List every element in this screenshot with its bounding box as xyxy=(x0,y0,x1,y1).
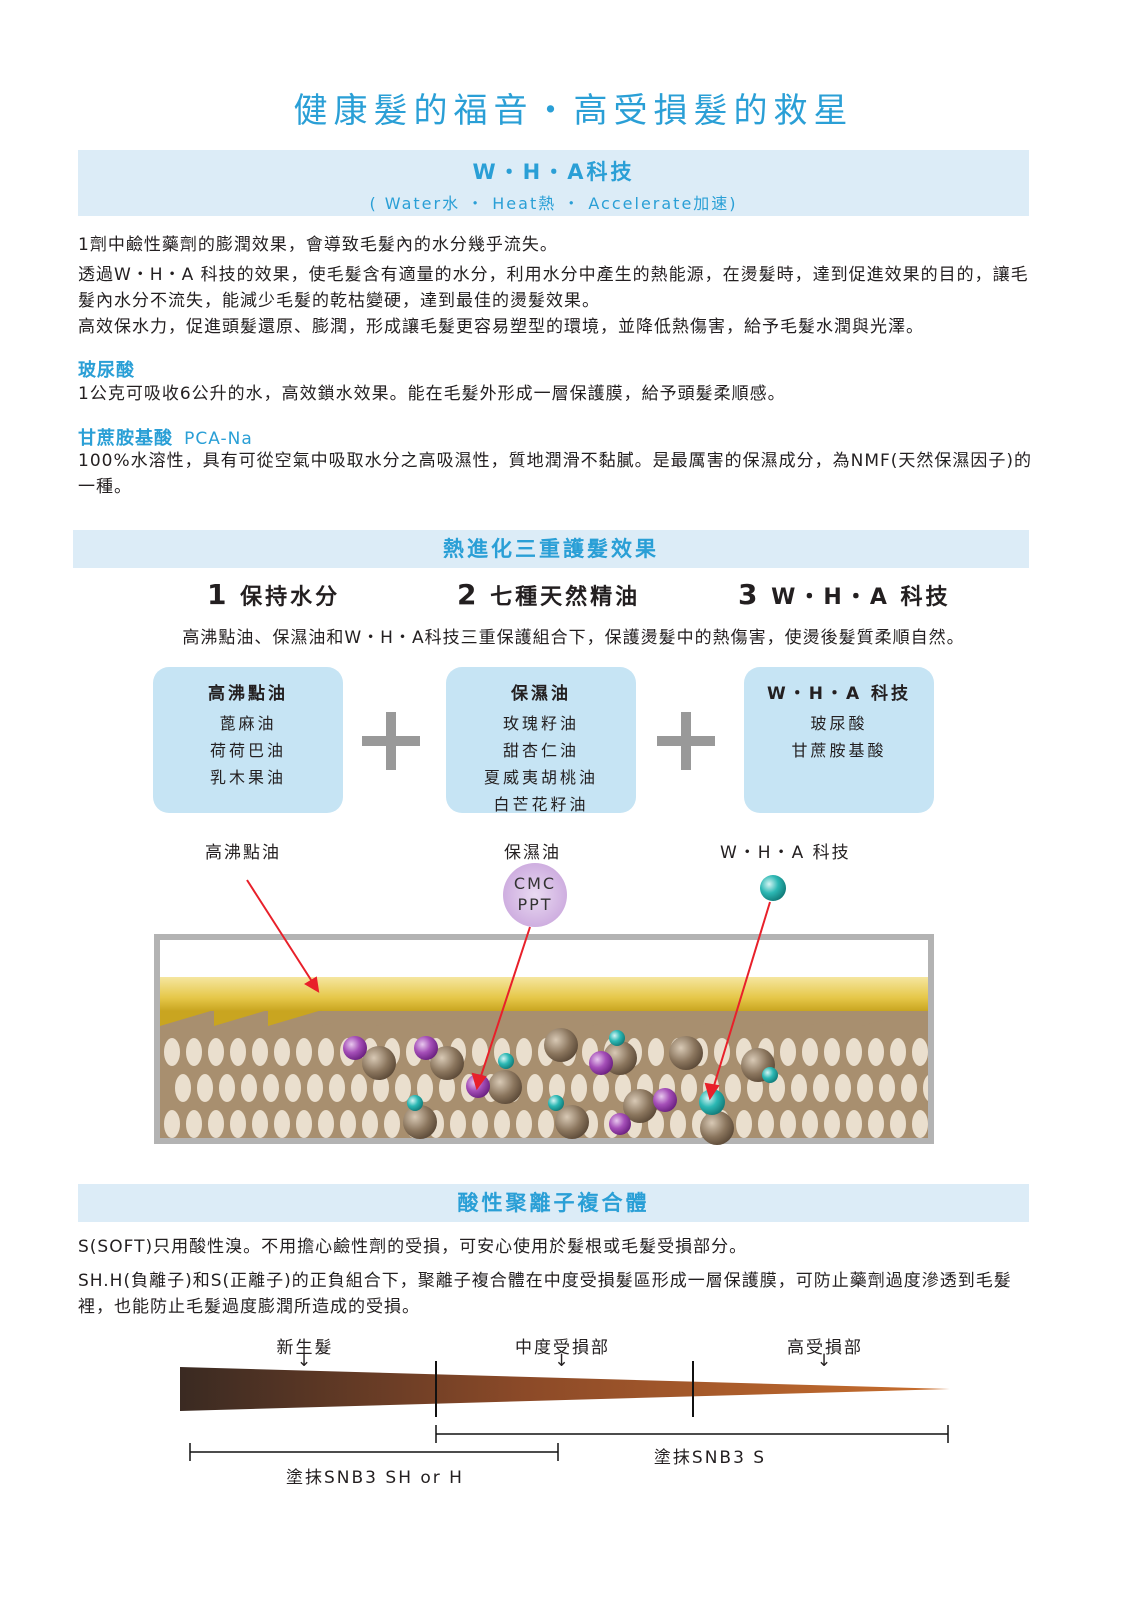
zone-arrow-icon: ↓ xyxy=(554,1351,571,1371)
wha-paragraph-2: 透過W・H・A 科技的效果，使毛髮含有適量的水分，利用水分中產生的熱能源，在燙髮… xyxy=(78,265,1029,311)
pca-heading: 甘蔗胺基酸 xyxy=(78,428,173,449)
triple-band: 熱進化三重護髮效果 xyxy=(73,530,1029,568)
molecules xyxy=(343,863,786,1145)
bubble-text-cmc: CMC xyxy=(513,874,557,893)
zone-label-high: 高受損部 xyxy=(787,1338,863,1358)
pca-text: 100%水溶性，具有可從空氣中吸取水分之高吸濕性，質地潤滑不黏膩。是最厲害的保濕… xyxy=(78,451,1033,497)
hyaluronic-heading: 玻尿酸 xyxy=(78,360,135,381)
box-1-item: 荷荷巴油 xyxy=(209,741,286,760)
box-3-item: 玻尿酸 xyxy=(810,714,868,733)
box-2-item: 白芒花籽油 xyxy=(493,795,589,814)
diagram-label-oil: 高沸點油 xyxy=(205,843,281,863)
step-3: 3 W・H・A 科技 xyxy=(738,578,951,611)
triple-summary: 高沸點油、保濕油和W・H・A科技三重保護組合下，保護燙髮中的熱傷害，使燙後髮質柔… xyxy=(182,628,965,648)
pca-heading-en: PCA-Na xyxy=(184,429,253,449)
wha-paragraph-1: 1劑中鹼性藥劑的膨潤效果，會導致毛髮內的水分幾乎流失。 xyxy=(78,235,558,255)
wha-band: W・H・A科技 ( Water水 ・ Heat熱 ・ Accelerate加速) xyxy=(78,150,1029,216)
step-2-number: 2 xyxy=(457,578,480,611)
box-1-item: 蓖麻油 xyxy=(219,714,277,733)
acid-band: 酸性聚離子複合體 xyxy=(78,1184,1029,1222)
cmc-ppt-bubble xyxy=(503,863,567,927)
plus-icon xyxy=(386,712,396,770)
wha-subheading: ( Water水 ・ Heat熱 ・ Accelerate加速) xyxy=(369,194,738,213)
page-title: 健康髮的福音・高受損髮的救星 xyxy=(293,91,854,131)
wha-paragraph-3: 高效保水力，促進頭髮還原、膨潤，形成讓毛髮更容易塑型的環境，並降低熱傷害，給予毛… xyxy=(78,317,924,337)
wha-sphere xyxy=(760,875,786,901)
zone-label-new-hair: 新生髮 xyxy=(276,1338,334,1358)
box-2-item: 甜杏仁油 xyxy=(502,741,579,760)
step-1-label: 保持水分 xyxy=(240,585,341,610)
diagram-label-moisture: 保濕油 xyxy=(504,843,561,863)
step-1: 1 保持水分 xyxy=(207,578,340,611)
pca-heading-row: 甘蔗胺基酸 PCA-Na xyxy=(78,424,253,450)
hair-cross-section-diagram xyxy=(154,863,934,1145)
step-3-number: 3 xyxy=(738,578,761,611)
box-3-item: 甘蔗胺基酸 xyxy=(791,741,887,760)
box-2-item: 玫瑰籽油 xyxy=(502,714,579,733)
range-label-s: 塗抹SNB3 S xyxy=(653,1448,767,1468)
step-3-label: W・H・A 科技 xyxy=(771,585,951,610)
hair-strand-diagram xyxy=(180,1361,950,1461)
acid-paragraph-1: S(SOFT)只用酸性溴。不用擔心鹼性劑的受損，可安心使用於髮根或毛髮受損部分。 xyxy=(78,1237,748,1257)
box-1-item: 乳木果油 xyxy=(209,768,286,787)
zone-arrow-icon: ↓ xyxy=(296,1351,314,1371)
triple-heading: 熱進化三重護髮效果 xyxy=(443,537,659,561)
box-moisture-oil: 保濕油 玫瑰籽油 甜杏仁油 夏威夷胡桃油 白芒花籽油 xyxy=(446,667,636,814)
plus-icon xyxy=(681,712,691,770)
step-2-label: 七種天然精油 xyxy=(490,585,641,610)
wha-heading: W・H・A科技 xyxy=(472,160,635,184)
zone-arrow-icon: ↓ xyxy=(816,1351,834,1371)
arrows xyxy=(246,879,771,1101)
diagram-label-wha: W・H・A 科技 xyxy=(720,843,851,863)
box-2-item: 夏威夷胡桃油 xyxy=(483,768,598,787)
box-1-title: 高沸點油 xyxy=(208,684,288,704)
step-1-number: 1 xyxy=(207,578,230,611)
acid-heading: 酸性聚離子複合體 xyxy=(457,1191,650,1215)
box-wha-tech: W・H・A 科技 玻尿酸 甘蔗胺基酸 xyxy=(744,667,934,813)
box-3-title: W・H・A 科技 xyxy=(766,684,912,704)
box-2-title: 保濕油 xyxy=(511,684,571,704)
bubble-text-ppt: PPT xyxy=(517,895,553,914)
box-high-boiling-oil: 高沸點油 蓖麻油 荷荷巴油 乳木果油 xyxy=(153,667,343,813)
range-label-sh-h: 塗抹SNB3 SH or H xyxy=(286,1468,464,1488)
hyaluronic-text: 1公克可吸收6公升的水，高效鎖水效果。能在毛髮外形成一層保護膜，給予頭髮柔順感。 xyxy=(78,384,786,404)
zone-label-medium: 中度受損部 xyxy=(515,1338,610,1358)
acid-paragraph-2: SH.H(負離子)和S(正離子)的正負組合下，聚離子複合體在中度受損髮區形成一層… xyxy=(78,1271,1012,1317)
step-2: 2 七種天然精油 xyxy=(457,578,640,611)
